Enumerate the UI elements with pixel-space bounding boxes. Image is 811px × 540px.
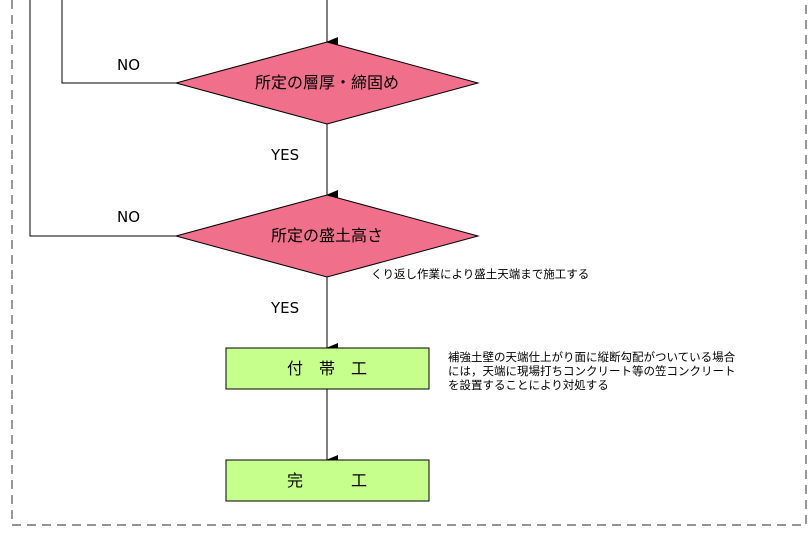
loop-no-thickness xyxy=(61,0,176,84)
no-label-height: NO xyxy=(117,208,141,226)
yes-label-height: YES xyxy=(271,299,300,317)
dashed-frame xyxy=(11,0,807,526)
loop-no-height xyxy=(29,0,176,237)
decision-height-shape xyxy=(174,194,480,278)
band-work-note-line-2: には，天端に現場打ちコンクリート等の笠コンクリート xyxy=(448,364,736,378)
no-label-thickness: NO xyxy=(117,56,141,74)
process-complete-shape xyxy=(225,459,430,502)
process-band-work-shape xyxy=(225,347,430,390)
repeat-note: くり返し作業により盛土天端まで施工する xyxy=(371,267,590,281)
decision-thickness-shape xyxy=(174,41,480,125)
decision-height-text: 所定の盛土高さ xyxy=(270,226,384,245)
band-work-note-line-3: を設置することにより対処する xyxy=(448,378,609,392)
process-band-work-text: 付 帯 工 xyxy=(286,359,368,378)
yes-label-thickness: YES xyxy=(271,146,300,164)
process-complete-text: 完 工 xyxy=(286,471,368,490)
band-work-note-line-1: 補強土壁の天端仕上がり面に縦断勾配がついている場合 xyxy=(448,350,736,364)
decision-thickness-text: 所定の層厚・締固め xyxy=(254,73,400,92)
